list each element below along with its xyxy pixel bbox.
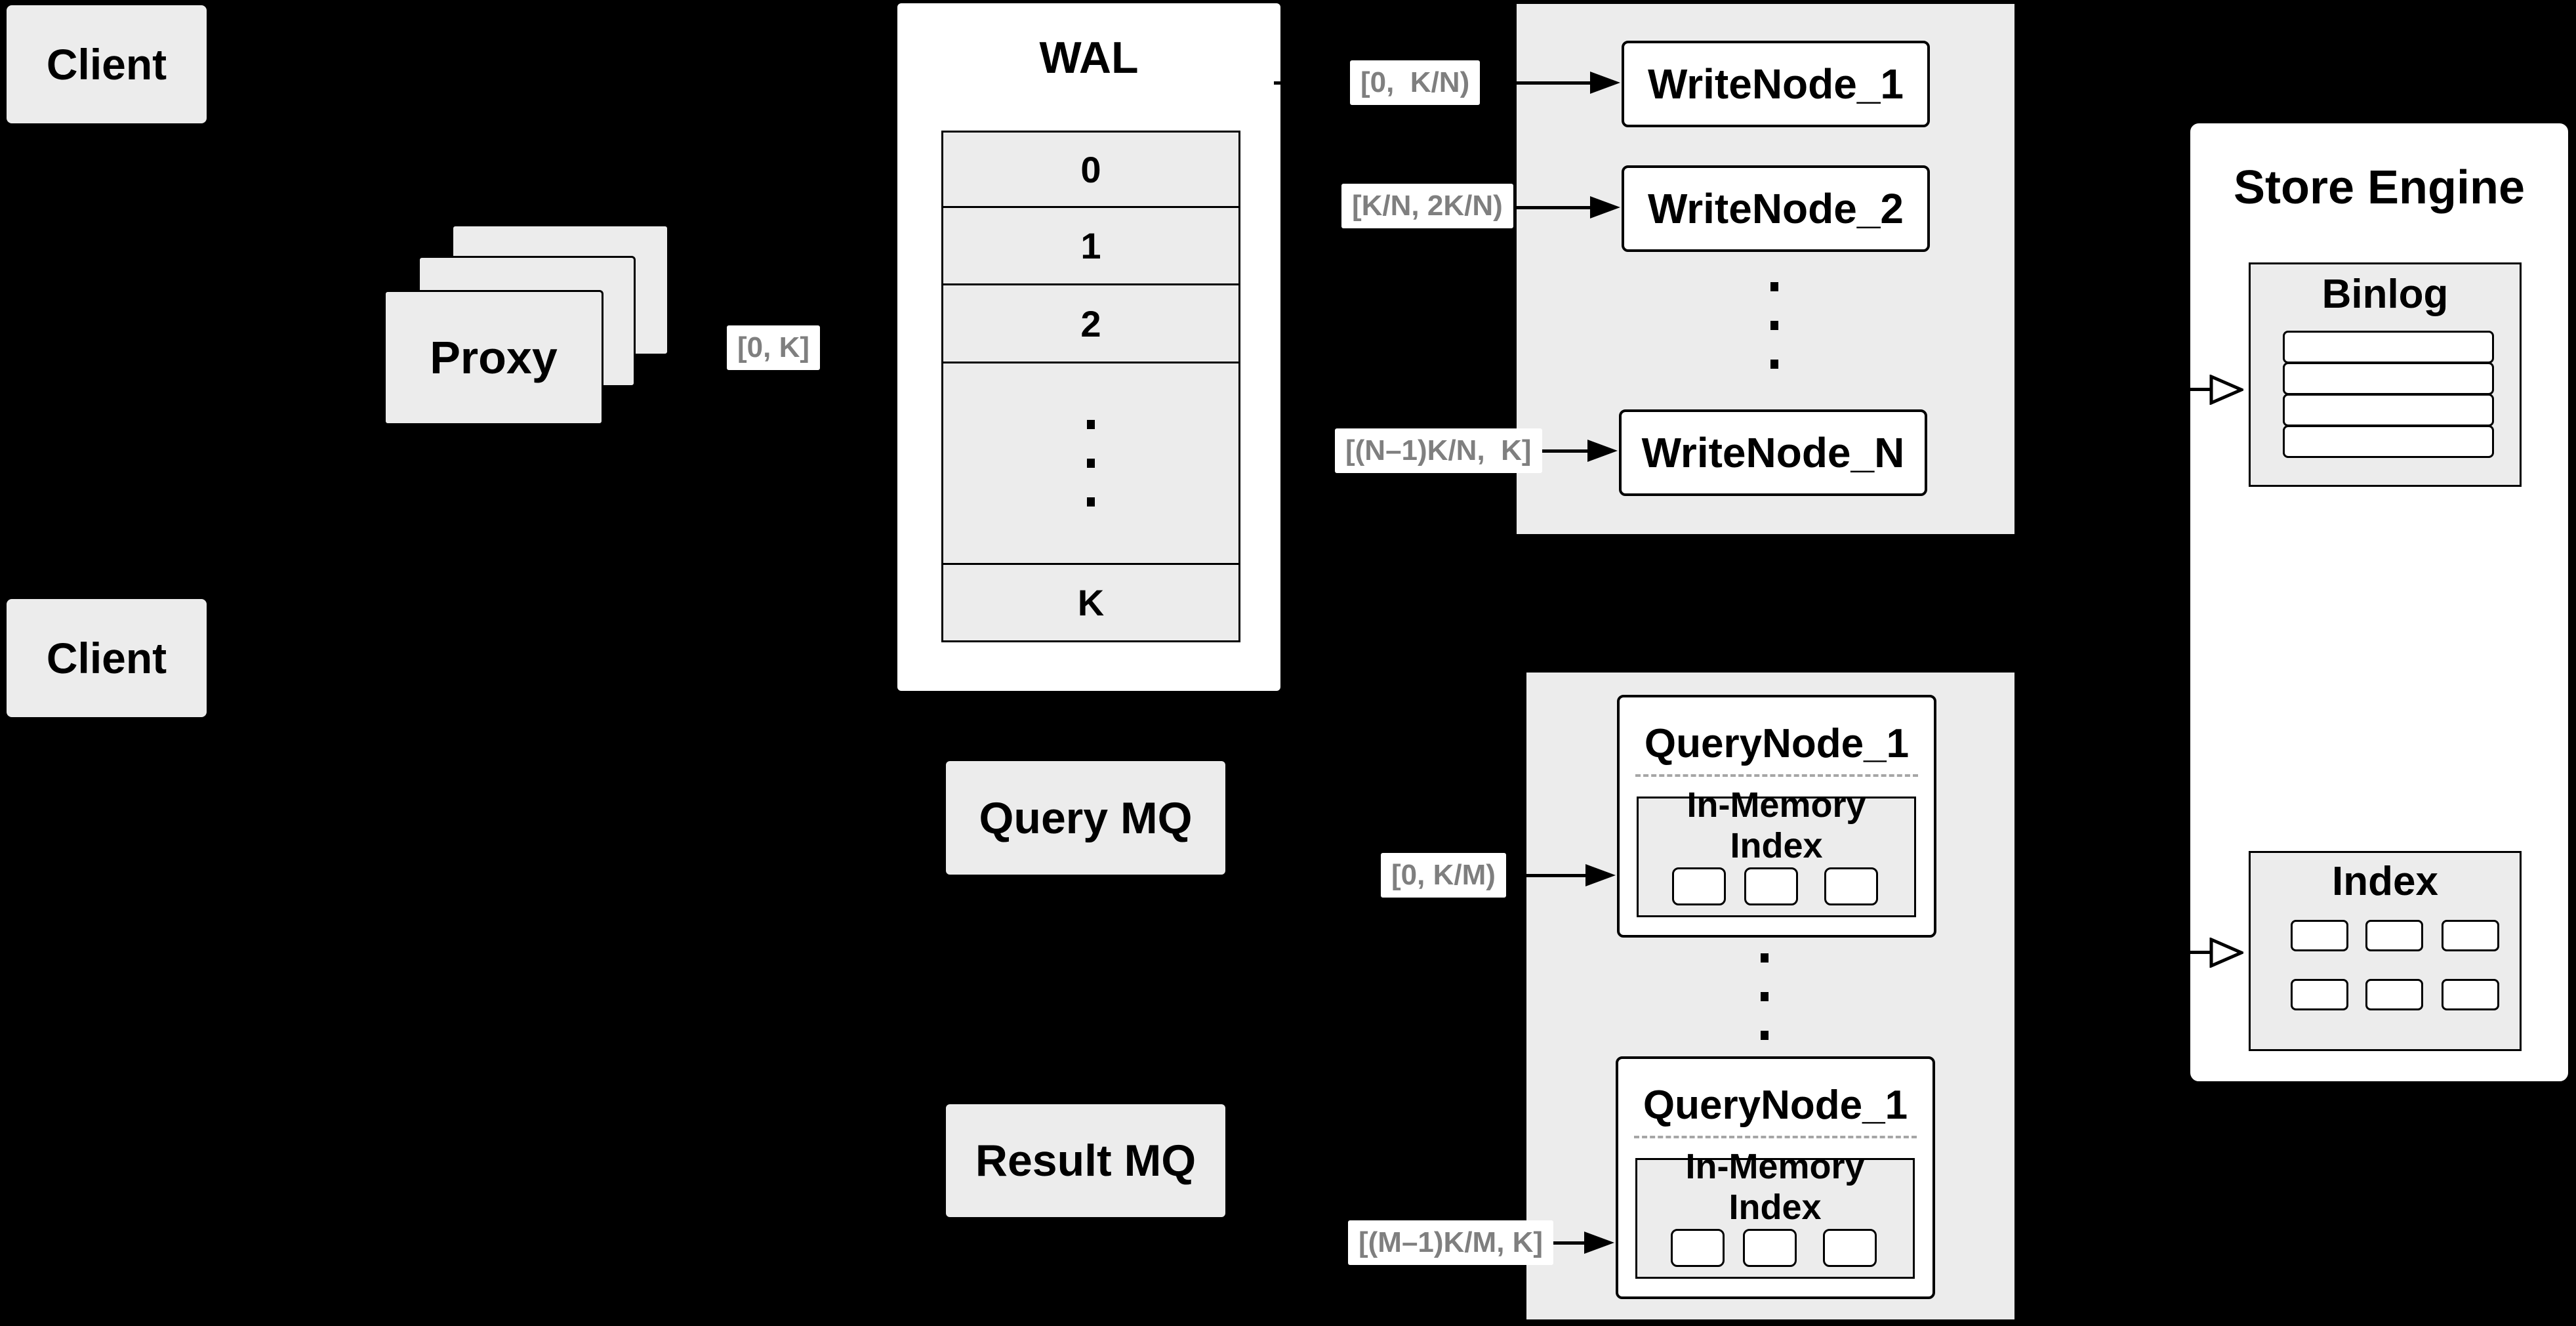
- write-node-2-label: WriteNode_2: [1647, 185, 1904, 232]
- arrow-writes-to-binlog-head: [2209, 375, 2243, 405]
- arrow-wal-to-write1-head: [1590, 72, 1620, 94]
- in-memory-index-panel: In-Memory Index: [1635, 1147, 1915, 1279]
- dot: [1761, 1031, 1768, 1040]
- in-memory-index-title: In-Memory Index: [1685, 1147, 1865, 1227]
- index-cell: [2291, 920, 2348, 951]
- in-memory-index-panel: In-Memory Index: [1637, 785, 1916, 917]
- dot: [1761, 953, 1768, 963]
- result-mq-box: Result MQ: [946, 1104, 1225, 1217]
- binlog-row: [2283, 331, 2494, 363]
- segment-cell: [1823, 1229, 1877, 1267]
- write-node-n-label: WriteNode_N: [1641, 429, 1905, 476]
- binlog-title: Binlog: [2321, 271, 2449, 317]
- range-label-write1: [0, K/N): [1350, 60, 1481, 105]
- range-label-write2: [K/N, 2K/N): [1341, 184, 1513, 228]
- dashed-divider: [1634, 1136, 1917, 1138]
- binlog-row: [2283, 394, 2494, 426]
- query-node-1-title: QueryNode_1: [1644, 720, 1910, 766]
- segment-cell: [1744, 867, 1798, 905]
- arrow-wal-to-write2-head: [1590, 196, 1620, 218]
- dot: [1770, 321, 1778, 330]
- wal-ellipsis-row: [941, 362, 1240, 565]
- wal-segment-row: 0: [941, 131, 1240, 208]
- arrow-writes-to-binlog-line: [2020, 388, 2212, 391]
- proxy-card-front: Proxy: [384, 290, 603, 425]
- index-cell: [2291, 979, 2348, 1010]
- binlog-row: [2283, 362, 2494, 395]
- arrow-resultmq-to-node-head: [1584, 1232, 1614, 1254]
- range-label-querynode: [0, K/M): [1381, 853, 1506, 898]
- index-cell: [2442, 920, 2499, 951]
- arrow-querymq-to-node-head: [1585, 864, 1616, 886]
- segment-cell: [1671, 1229, 1725, 1267]
- index-title: Index: [2332, 858, 2438, 904]
- dot: [1761, 992, 1768, 1001]
- store-engine-title: Store Engine: [2233, 161, 2525, 214]
- dot: [1087, 459, 1095, 468]
- binlog-panel: Binlog: [2249, 262, 2522, 487]
- arrow-query-to-index-line: [2020, 951, 2212, 954]
- dot: [1770, 282, 1778, 291]
- query-mq-box: Query MQ: [946, 761, 1225, 875]
- wal-panel: WAL 0 1 2 K: [897, 3, 1280, 691]
- query-node-2-box: QueryNode_1 In-Memory Index: [1616, 1056, 1935, 1299]
- ellipsis-dots: [1087, 420, 1095, 507]
- arrow-query-to-index-head: [2209, 938, 2243, 968]
- range-label-writen: [(N–1)K/N, K]: [1335, 428, 1542, 473]
- range-label-resultnode: [(M–1)K/M, K]: [1348, 1220, 1554, 1265]
- proxy-label: Proxy: [430, 332, 558, 383]
- index-cell: [2365, 920, 2423, 951]
- client-bottom-label: Client: [46, 634, 167, 682]
- segment-cell: [1743, 1229, 1797, 1267]
- range-label-proxy-wal: [0, K]: [727, 325, 820, 370]
- segment-cell: [1672, 867, 1726, 905]
- query-node-2-title: QueryNode_1: [1643, 1082, 1908, 1128]
- write-node-2-box: WriteNode_2: [1622, 165, 1930, 252]
- wal-title: WAL: [1039, 33, 1139, 83]
- dot: [1770, 360, 1778, 369]
- query-mq-label: Query MQ: [979, 793, 1193, 843]
- ellipsis-dots: [1770, 282, 1778, 369]
- dashed-divider: [1635, 774, 1918, 777]
- write-node-1-label: WriteNode_1: [1647, 60, 1904, 108]
- wal-segment-row: 1: [941, 206, 1240, 285]
- wal-segment-row: K: [941, 563, 1240, 642]
- ellipsis-dots: [1761, 953, 1768, 1040]
- wal-segment-row: 2: [941, 283, 1240, 363]
- segment-cell: [1824, 867, 1878, 905]
- write-node-n-box: WriteNode_N: [1619, 409, 1927, 496]
- dot: [1087, 420, 1095, 429]
- client-bottom-box: Client: [7, 599, 207, 717]
- write-node-1-box: WriteNode_1: [1622, 41, 1930, 127]
- index-panel: Index: [2249, 851, 2522, 1051]
- wal-segment-table: 0 1 2 K: [941, 131, 1240, 642]
- result-mq-label: Result MQ: [975, 1136, 1196, 1186]
- binlog-row: [2283, 425, 2494, 458]
- index-cell: [2442, 979, 2499, 1010]
- arrow-wal-to-writen-head: [1587, 440, 1618, 462]
- store-engine-panel: Store Engine Binlog Index: [2188, 121, 2570, 1083]
- index-cell: [2365, 979, 2423, 1010]
- client-top-label: Client: [46, 40, 167, 89]
- query-node-1-box: QueryNode_1 In-Memory Index: [1617, 695, 1936, 938]
- in-memory-index-title: In-Memory Index: [1687, 785, 1866, 865]
- dot: [1087, 497, 1095, 507]
- client-top-box: Client: [7, 5, 207, 123]
- query-node-cluster: QueryNode_1 In-Memory Index QueryNode_1 …: [1525, 671, 2016, 1321]
